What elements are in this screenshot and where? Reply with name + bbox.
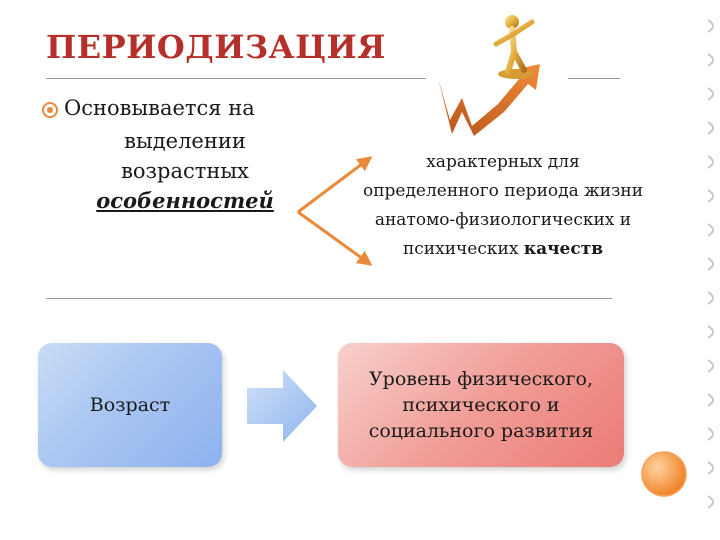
level-line-3: социального развития <box>368 420 594 442</box>
details-line-2: определенного периода жизни <box>362 181 644 201</box>
details-line-1: характерных для <box>426 152 580 172</box>
details-line-3: анатомо-физиологических и <box>374 210 632 230</box>
details-line-4: психических качеств <box>338 235 668 264</box>
bullet-emphasis: особенностей <box>96 188 274 213</box>
bullet-line-3: возрастных <box>121 159 249 183</box>
orange-circle-decoration <box>641 451 687 497</box>
target-bullet-icon <box>42 102 58 118</box>
title-underline-right <box>568 78 620 79</box>
title-underline-left <box>46 78 426 79</box>
age-box: Возраст <box>38 343 222 467</box>
page-title: ПЕРИОДИЗАЦИЯ <box>46 28 386 66</box>
development-level-box: Уровень физического, психического и соци… <box>338 343 624 467</box>
fork-arrows <box>297 156 373 266</box>
level-line-2: психического и <box>402 394 560 416</box>
characteristics-text: характерных для определенного периода жи… <box>338 148 668 264</box>
gold-figure-on-rising-arrow-icon <box>438 15 540 136</box>
bullet-item: Основывается на <box>42 96 255 120</box>
details-keyword: качеств <box>523 239 604 259</box>
right-arrow-icon <box>247 370 317 442</box>
section-divider <box>46 298 612 299</box>
bullet-line-2: выделении <box>124 129 246 153</box>
spiral-binding <box>707 19 714 509</box>
age-box-label: Возраст <box>89 394 171 416</box>
details-line-4-prefix: психических <box>402 239 524 259</box>
level-line-1: Уровень физического, <box>368 368 594 390</box>
bullet-continuation: выделении возрастных особенностей <box>60 126 310 216</box>
bullet-first-line: Основывается на <box>64 96 255 120</box>
